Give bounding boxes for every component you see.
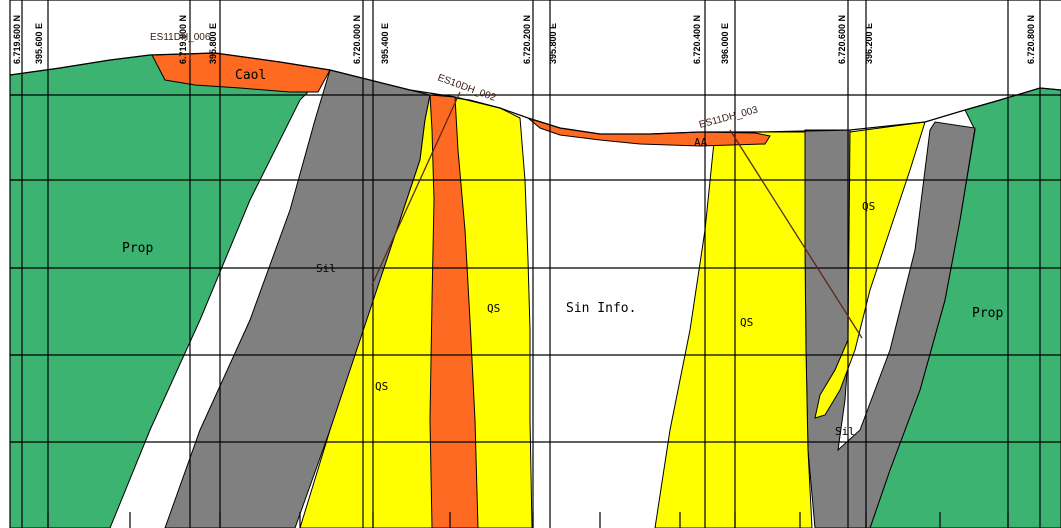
drillhole-trace-es10dh-002 bbox=[371, 91, 461, 286]
coordinate-label: 6.720.000 N bbox=[352, 15, 362, 64]
coordinate-label: 396.000 E bbox=[720, 23, 730, 64]
coordinate-label: 395.600 E bbox=[34, 23, 44, 64]
drillhole-traces bbox=[189, 45, 863, 339]
coordinate-label: 6.719.800 N bbox=[178, 15, 188, 64]
topography-line bbox=[9, 52, 1061, 135]
coordinate-label: 395.400 E bbox=[380, 23, 390, 64]
unit-label-qs-left-upper: QS bbox=[487, 302, 500, 315]
unit-label-aa: AA bbox=[694, 136, 708, 149]
drillhole-trace-es11dh-003 bbox=[729, 129, 863, 339]
coordinate-label: 395.800 E bbox=[208, 23, 218, 64]
coordinate-label: 6.719.600 N bbox=[12, 15, 22, 64]
unit-label-sin-info: Sin Info. bbox=[566, 301, 636, 316]
unit-polygon-qs-right bbox=[654, 131, 813, 528]
coordinate-label: 6.720.200 N bbox=[522, 15, 532, 64]
coordinate-label: 395.800 E bbox=[548, 23, 558, 64]
drillhole-label-es11dh-006: ES11DH_006 bbox=[150, 32, 211, 43]
grid bbox=[9, 0, 1061, 528]
unit-polygon-qs-sliver bbox=[814, 121, 926, 419]
unit-label-sil-right: Sil bbox=[835, 425, 855, 438]
unit-label-qs-sliver: QS bbox=[862, 200, 875, 213]
coordinate-label: 6.720.600 N bbox=[837, 15, 847, 64]
unit-label-qs-left-lower: QS bbox=[375, 380, 388, 393]
unit-label-prop-left: Prop bbox=[122, 241, 153, 256]
unit-label-qs-right: QS bbox=[740, 316, 753, 329]
unit-label-sil-left: Sil bbox=[316, 262, 336, 275]
unit-label-prop-right: Prop bbox=[972, 306, 1003, 321]
unit-label-caol: Caol bbox=[235, 68, 266, 83]
coordinate-label: 6.720.400 N bbox=[692, 15, 702, 64]
coordinate-label: 396.200 E bbox=[864, 23, 874, 64]
coordinate-label: 6.720.800 N bbox=[1026, 15, 1036, 64]
unit-polygon-argillic-dyke bbox=[429, 94, 479, 528]
coordinate-labels: 6.719.600 N 395.600 E 6.719.800 N 395.800 E… bbox=[12, 15, 1036, 64]
